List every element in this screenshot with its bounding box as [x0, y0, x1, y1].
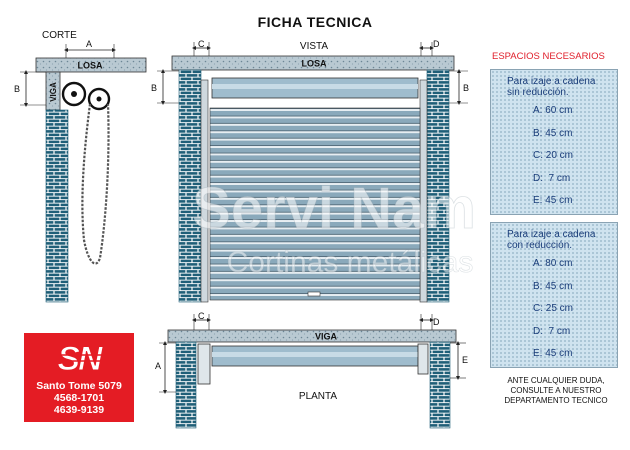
panel-2-item-d: D: 7 cm	[533, 325, 571, 337]
panel-1-heading-1: Para izaje a cadena	[507, 76, 596, 87]
panel-1-item-b: B: 45 cm	[533, 127, 573, 139]
panel-1-item-a: A: 60 cm	[533, 105, 573, 116]
vista-label: VISTA	[300, 41, 328, 52]
vista-view: LOSA C D B B	[151, 39, 469, 303]
planta-right-wall	[429, 341, 451, 429]
company-address: Santo Tome 5079	[36, 380, 122, 392]
vista-dim-b-right: B	[463, 83, 469, 93]
watermark-tagline: Cortinas metálicas	[227, 246, 474, 279]
planta-dim-a: A	[155, 361, 161, 371]
planta-right-bracket	[417, 343, 429, 375]
corte-chain-loop	[81, 103, 110, 265]
company-phone-2: 4639-9139	[53, 404, 105, 416]
corte-dim-a: A	[86, 39, 92, 49]
panel-with-reduction: Para izaje a cadena con reducción. A: 80…	[490, 222, 618, 368]
planta-dim-d: D	[433, 317, 440, 327]
planta-viga-label: VIGA	[315, 332, 338, 342]
vista-handle	[307, 291, 321, 297]
planta-left-bracket	[197, 343, 211, 385]
planta-dim-e: E	[462, 355, 468, 365]
panel-2-heading-1: Para izaje a cadena	[507, 229, 596, 240]
corte-wall	[45, 109, 69, 303]
watermark-brand: Servi Nam	[192, 176, 476, 241]
panel-1-item-c: C: 20 cm	[533, 150, 574, 161]
planta-label: PLANTA	[299, 391, 337, 402]
panel-2-heading-2: con reducción.	[507, 240, 573, 251]
planta-dim-c: C	[198, 311, 205, 321]
company-phone-1: 4568-1701	[53, 392, 105, 404]
vista-dim-d: D	[433, 39, 440, 49]
logo-text: SN	[57, 340, 104, 377]
vista-losa-slab	[171, 55, 455, 71]
corte-view: LOSA VIGA A B	[14, 39, 147, 303]
note-line-2: CONSULTE A NUESTRO	[510, 386, 602, 395]
corte-dim-b: B	[14, 84, 20, 94]
vista-left-guide	[200, 79, 209, 303]
company-badge: SN Santo Tome 5079 4568-1701 4639-9139	[24, 333, 134, 422]
planta-viga-beam	[167, 329, 457, 343]
panel-2-item-a: A: 80 cm	[533, 258, 573, 269]
note-line-3: DEPARTAMENTO TECNICO	[504, 396, 608, 405]
corte-label: CORTE	[42, 30, 77, 41]
vista-dim-c: C	[198, 39, 205, 49]
note-line-1: ANTE CUALQUIER DUDA,	[507, 376, 605, 385]
panel-1-heading-2: sin reducción.	[507, 87, 569, 98]
corte-losa-label: LOSA	[77, 61, 103, 71]
vista-losa-label: LOSA	[301, 59, 327, 69]
company-logo: SN	[46, 340, 112, 377]
corte-viga-label: VIGA	[49, 82, 58, 102]
panel-2-item-c: C: 25 cm	[533, 303, 574, 314]
vista-curtain-slats	[209, 107, 421, 301]
technical-note: ANTE CUALQUIER DUDA, CONSULTE A NUESTRO …	[488, 376, 624, 406]
panel-1-item-d: D: 7 cm	[533, 172, 571, 184]
vista-dim-b-left: B	[151, 83, 157, 93]
panel-2-item-e: E: 45 cm	[533, 348, 573, 359]
drawing-title: FICHA TECNICA	[258, 14, 373, 30]
requirements-title: ESPACIOS NECESARIOS	[492, 51, 605, 62]
planta-left-wall	[175, 341, 197, 429]
panel-without-reduction: Para izaje a cadena sin reducción. A: 60…	[490, 69, 618, 215]
planta-view: VIGA C D A E	[155, 311, 468, 429]
panel-1-item-e: E: 45 cm	[533, 195, 573, 206]
corte-losa-slab	[35, 57, 147, 73]
panel-2-item-b: B: 45 cm	[533, 280, 573, 292]
